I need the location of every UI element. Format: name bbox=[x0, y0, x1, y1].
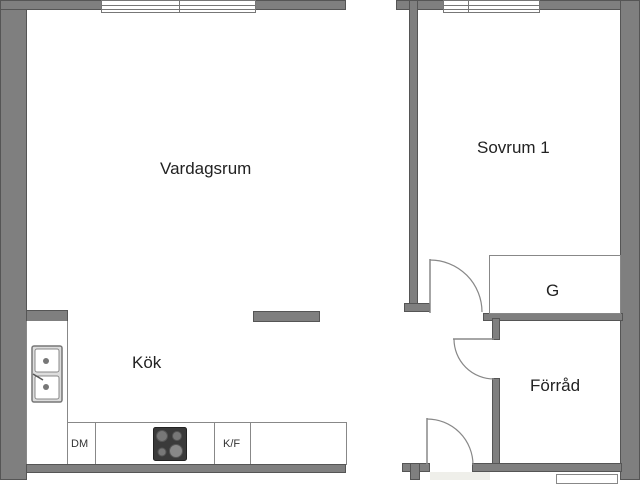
window-vardagsrum bbox=[101, 0, 256, 13]
room-label-garderob: G bbox=[546, 281, 560, 300]
appliance-label-dm: DM bbox=[71, 438, 89, 450]
exterior-wall-left bbox=[0, 0, 27, 480]
door-badrum[interactable] bbox=[425, 417, 477, 467]
kitchen-counter-bottom bbox=[67, 422, 347, 465]
bathroom-fixture bbox=[556, 474, 618, 484]
sink-icon bbox=[31, 345, 63, 403]
appliance-label-kf: K/F bbox=[223, 438, 241, 450]
interior-wall-forrad-top bbox=[492, 318, 500, 340]
interior-wall-sovrum-bottom bbox=[483, 313, 623, 321]
interior-wall-sovrum-left bbox=[409, 0, 418, 312]
room-label-forrad: Förråd bbox=[530, 376, 581, 395]
room-divider bbox=[253, 311, 320, 322]
bathroom-floor bbox=[430, 472, 490, 480]
window-sovrum bbox=[443, 0, 540, 13]
interior-wall-bottom-stub-post bbox=[410, 463, 420, 480]
door-forrad[interactable] bbox=[452, 337, 496, 381]
interior-wall-forrad-left bbox=[492, 378, 500, 466]
interior-wall-bottom-right bbox=[472, 463, 622, 472]
room-label-vardagsrum: Vardagsrum bbox=[160, 159, 252, 178]
exterior-wall-right bbox=[620, 0, 640, 480]
room-label-kok: Kök bbox=[132, 353, 162, 372]
cooktop-icon bbox=[153, 427, 187, 461]
garderob-closet bbox=[489, 255, 621, 314]
interior-wall-sovrum-foot bbox=[404, 303, 430, 312]
door-sovrum[interactable] bbox=[428, 258, 490, 314]
room-label-sovrum1: Sovrum 1 bbox=[477, 138, 550, 157]
kitchen-wall-bottom bbox=[26, 464, 346, 473]
